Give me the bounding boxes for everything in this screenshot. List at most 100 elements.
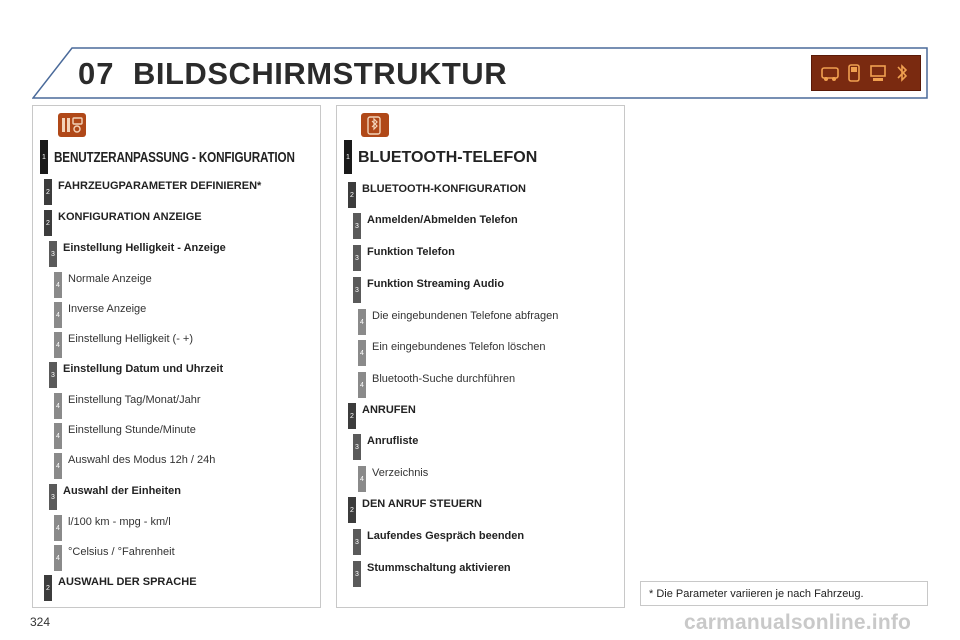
- menu-item-label: Ein eingebundenes Telefon löschen: [372, 341, 546, 353]
- menu-row: 1 BLUETOOTH-TELEFON: [344, 140, 537, 174]
- menu-item-label: Funktion Telefon: [367, 246, 455, 258]
- menu-row: 2 BLUETOOTH-KONFIGURATION: [348, 182, 526, 208]
- level-marker: 4: [54, 545, 62, 571]
- car-settings-icon: [821, 67, 839, 81]
- menu-row: 4 Bluetooth-Suche durchführen: [358, 372, 515, 398]
- menu-row: 3 Einstellung Datum und Uhrzeit: [49, 362, 223, 388]
- menu-item-label: l/100 km - mpg - km/l: [68, 516, 171, 528]
- level-marker: 4: [54, 393, 62, 419]
- page-title: BILDSCHIRMSTRUKTUR: [133, 56, 508, 91]
- menu-row: 2 DEN ANRUF STEUERN: [348, 497, 482, 523]
- menu-row: 3 Einstellung Helligkeit - Anzeige: [49, 241, 226, 267]
- level-marker: 1: [344, 140, 352, 174]
- menu-row: 4 Inverse Anzeige: [54, 302, 146, 328]
- left-panel: 1 BENUTZERANPASSUNG - KONFIGURATION 2 FA…: [32, 105, 321, 608]
- footnote: * Die Parameter variieren je nach Fahrze…: [640, 581, 928, 606]
- page-number: 324: [30, 615, 51, 629]
- menu-item-label: Einstellung Helligkeit - Anzeige: [63, 242, 226, 254]
- menu-item-label: Anmelden/Abmelden Telefon: [367, 214, 518, 226]
- menu-item-label: ANRUFEN: [362, 404, 416, 416]
- menu-row: 4 Einstellung Helligkeit (- +): [54, 332, 193, 358]
- menu-item-label: Normale Anzeige: [68, 273, 152, 285]
- menu-item-label: Stummschaltung aktivieren: [367, 562, 511, 574]
- display-settings-icon: [870, 65, 886, 81]
- bluetooth-phone-icon: [897, 64, 908, 82]
- menu-item-label: KONFIGURATION ANZEIGE: [58, 211, 202, 223]
- watermark: carmanualsonline.info: [684, 611, 912, 634]
- level-marker: 3: [353, 434, 361, 460]
- menu-row: 3 Funktion Streaming Audio: [353, 277, 504, 303]
- level-marker: 2: [44, 179, 52, 205]
- menu-row: 1 BENUTZERANPASSUNG - KONFIGURATION: [40, 140, 363, 174]
- level-marker: 1: [40, 140, 48, 174]
- menu-item-label: Einstellung Helligkeit (- +): [68, 333, 194, 345]
- level-marker: 3: [353, 213, 361, 239]
- menu-row: 4 Normale Anzeige: [54, 272, 152, 298]
- menu-item-label: Bluetooth-Suche durchführen: [372, 373, 516, 385]
- header-frame: [32, 47, 928, 99]
- level-marker: 3: [353, 245, 361, 271]
- menu-row: 4 Einstellung Tag/Monat/Jahr: [54, 393, 201, 419]
- menu-row: 4 l/100 km - mpg - km/l: [54, 515, 171, 541]
- level-marker: 4: [358, 372, 366, 398]
- menu-item-label: Laufendes Gespräch beenden: [367, 530, 525, 542]
- menu-item-label: Anrufliste: [367, 435, 419, 447]
- menu-row: 4 Die eingebundenen Telefone abfragen: [358, 309, 558, 335]
- level-marker: 4: [54, 515, 62, 541]
- menu-row: 2 FAHRZEUGPARAMETER DEFINIEREN*: [44, 179, 261, 205]
- menu-item-label: Einstellung Stunde/Minute: [68, 424, 196, 436]
- level-marker: 3: [353, 529, 361, 555]
- menu-row: 4 Auswahl des Modus 12h / 24h: [54, 453, 215, 479]
- menu-row: 3 Auswahl der Einheiten: [49, 484, 181, 510]
- level-marker: 4: [358, 466, 366, 492]
- menu-row: 2 KONFIGURATION ANZEIGE: [44, 210, 202, 236]
- level-marker: 4: [358, 309, 366, 335]
- menu-item-label: FAHRZEUGPARAMETER DEFINIEREN*: [58, 180, 262, 192]
- level-marker: 3: [353, 561, 361, 587]
- menu-row: 4 Einstellung Stunde/Minute: [54, 423, 196, 449]
- menu-item-label: Einstellung Tag/Monat/Jahr: [68, 394, 201, 406]
- level-marker: 4: [54, 302, 62, 328]
- menu-item-label: Auswahl des Modus 12h / 24h: [68, 454, 216, 466]
- menu-row: 4 Ein eingebundenes Telefon löschen: [358, 340, 546, 366]
- menu-item-label: DEN ANRUF STEUERN: [362, 498, 482, 510]
- level-marker: 3: [49, 241, 57, 267]
- level-marker: 4: [54, 272, 62, 298]
- menu-item-label: Verzeichnis: [372, 467, 429, 479]
- menu-item-label: Die eingebundenen Telefone abfragen: [372, 310, 559, 322]
- menu-row: 3 Laufendes Gespräch beenden: [353, 529, 524, 555]
- menu-row: 3 Stummschaltung aktivieren: [353, 561, 511, 587]
- car-settings-icon: [58, 113, 86, 137]
- menu-item-label: Funktion Streaming Audio: [367, 278, 505, 290]
- bluetooth-phone-icon: [361, 113, 389, 137]
- right-panel: 1 BLUETOOTH-TELEFON 2 BLUETOOTH-KONFIGUR…: [336, 105, 625, 608]
- menu-row: 4 Verzeichnis: [358, 466, 428, 492]
- level-marker: 3: [49, 362, 57, 388]
- level-marker: 2: [348, 403, 356, 429]
- level-marker: 2: [44, 575, 52, 601]
- level-marker: 3: [49, 484, 57, 510]
- menu-row: 2 ANRUFEN: [348, 403, 416, 429]
- menu-item-label: BENUTZERANPASSUNG - KONFIGURATION: [54, 149, 295, 166]
- level-marker: 2: [348, 182, 356, 208]
- menu-row: 3 Funktion Telefon: [353, 245, 455, 271]
- menu-item-label: Auswahl der Einheiten: [63, 485, 181, 497]
- level-marker: 2: [348, 497, 356, 523]
- level-marker: 2: [44, 210, 52, 236]
- menu-row: 4 °Celsius / °Fahrenheit: [54, 545, 175, 571]
- level-marker: 4: [54, 423, 62, 449]
- menu-item-label: Inverse Anzeige: [68, 303, 147, 315]
- level-marker: 4: [54, 453, 62, 479]
- level-marker: 4: [54, 332, 62, 358]
- header-icon-bar: [811, 55, 921, 91]
- menu-item-label: °Celsius / °Fahrenheit: [68, 546, 175, 558]
- menu-item-label: BLUETOOTH-TELEFON: [358, 149, 538, 166]
- menu-row: 3 Anrufliste: [353, 434, 418, 460]
- menu-item-label: Einstellung Datum und Uhrzeit: [63, 363, 224, 375]
- menu-item-label: BLUETOOTH-KONFIGURATION: [362, 183, 526, 195]
- menu-item-label: AUSWAHL DER SPRACHE: [58, 576, 197, 588]
- telephone-icon: [848, 64, 860, 82]
- level-marker: 4: [358, 340, 366, 366]
- chapter-number: 07: [78, 56, 115, 91]
- menu-row: 2 AUSWAHL DER SPRACHE: [44, 575, 197, 601]
